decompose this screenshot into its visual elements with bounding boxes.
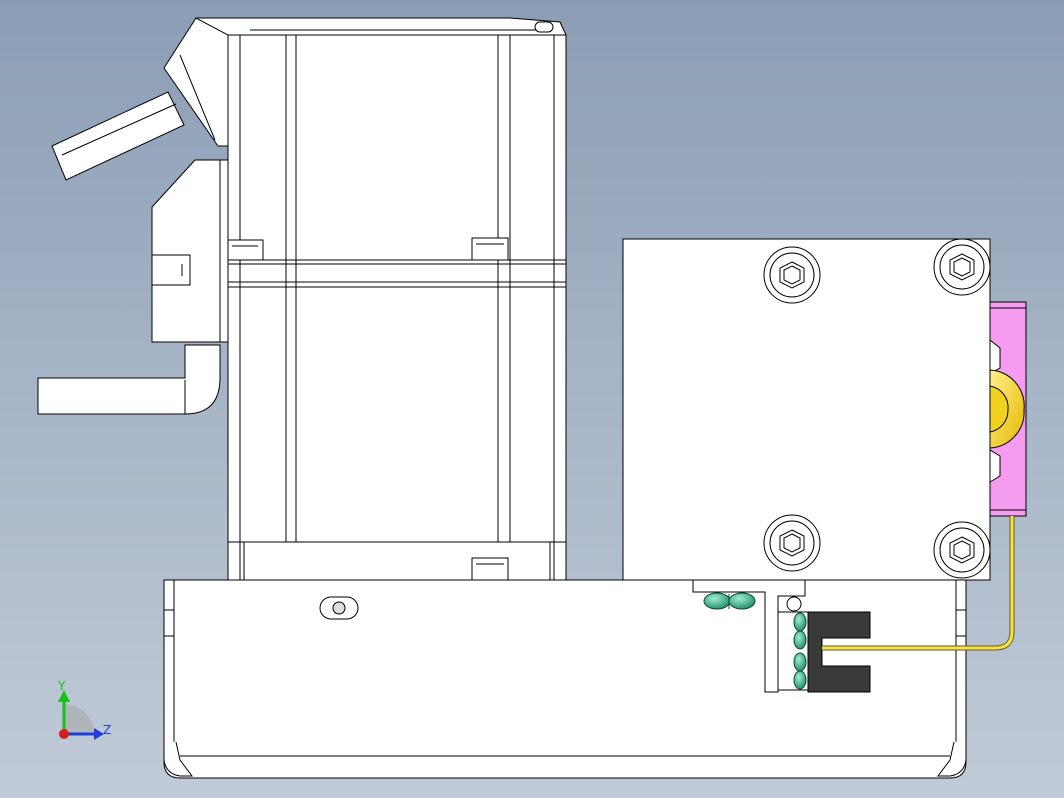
motor-clips: [227, 237, 509, 581]
yellow-connector: [989, 369, 1025, 449]
origin-point: [59, 729, 69, 739]
mounting-slot: [319, 596, 359, 620]
hex-bolt-bottom-left: [763, 514, 821, 572]
y-axis-label: Y: [57, 679, 66, 693]
sensor-cable: [822, 516, 1015, 651]
sensor-bracket: [692, 579, 808, 693]
optical-sensor-fork: [807, 611, 871, 693]
coordinate-triad: Y Z: [57, 679, 111, 740]
green-fittings: [703, 592, 807, 690]
motor-connector: [151, 17, 229, 343]
z-axis-label: Z: [103, 723, 111, 737]
cable-lower: [37, 344, 221, 415]
hex-bolt-top-right: [933, 238, 991, 296]
hex-bolt-bottom-right: [933, 521, 991, 579]
cable-upper: [51, 91, 185, 181]
motor-body: [195, 17, 567, 581]
y-axis-arrow-head: [58, 690, 70, 702]
hex-bolt-top-left: [763, 246, 821, 304]
z-axis-arrow-head: [94, 728, 104, 740]
